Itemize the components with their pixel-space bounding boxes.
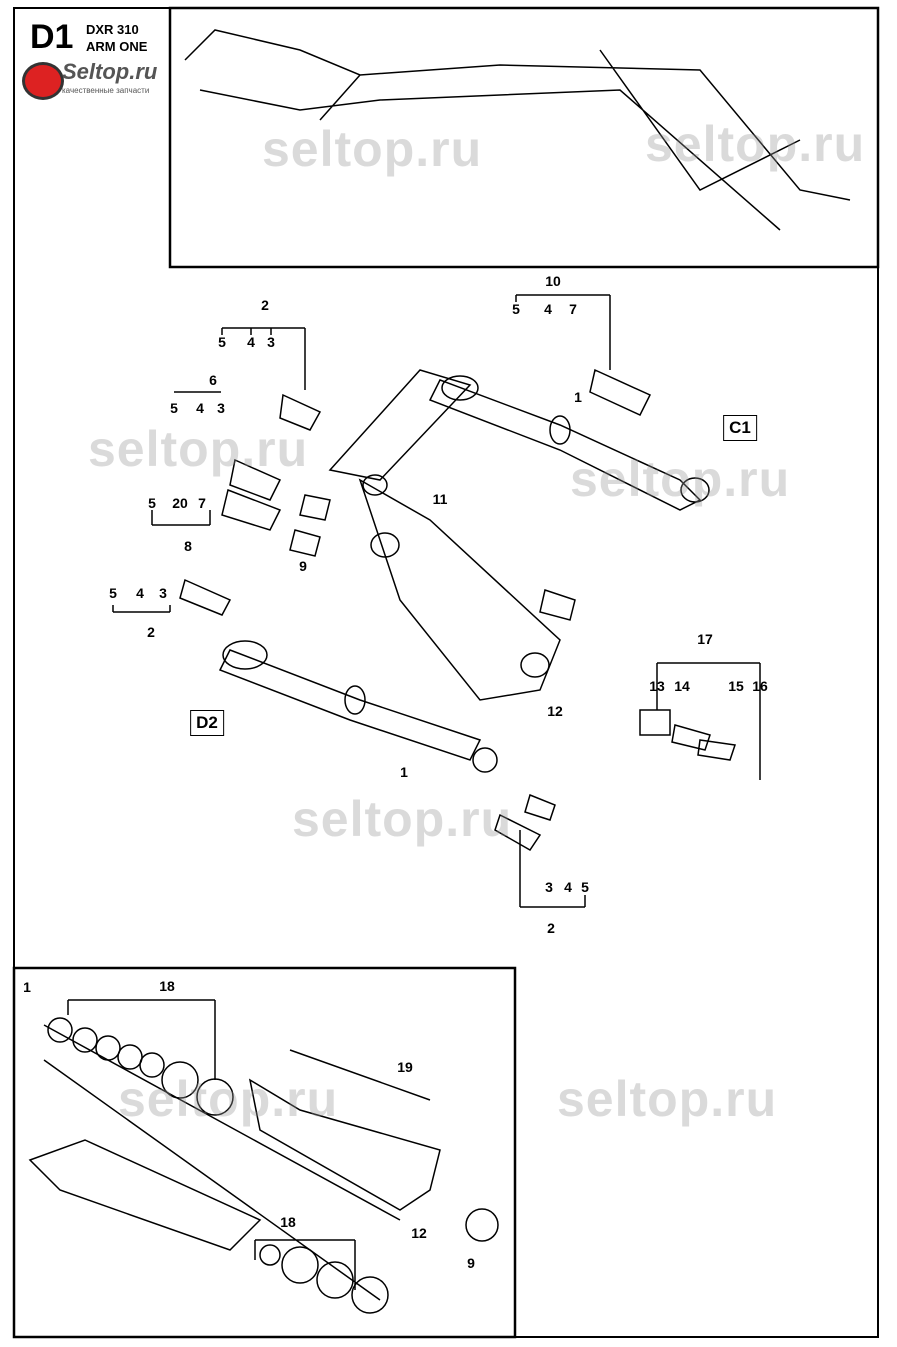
part-callout: 1 [400,764,408,780]
part-callout: 5 [170,400,178,416]
part-callout: 1 [574,389,582,405]
part-callout: 2 [547,920,555,936]
part-callout: 7 [569,301,577,317]
part-callout: 5 [148,495,156,511]
part-callout: 9 [467,1255,475,1271]
part-callout: 20 [172,495,188,511]
part-callout: 3 [159,585,167,601]
watermark: seltop.ru [88,421,309,477]
watermark: seltop.ru [262,121,483,177]
part-callout: 8 [184,538,192,554]
part-callout: 4 [564,879,572,895]
part-callout: 9 [299,558,307,574]
part-callout: 18 [159,978,175,994]
part-callout: 13 [649,678,665,694]
part-callout: 11 [432,491,448,507]
part-callout: 10 [545,273,561,289]
part-callout: 15 [728,678,744,694]
part-callout: 17 [697,631,713,647]
ref-d2[interactable]: D2 [190,710,224,736]
part-callout: 19 [397,1059,413,1075]
watermark: seltop.ru [557,1071,778,1127]
part-callout: 12 [411,1225,427,1241]
part-callout: 16 [752,678,768,694]
part-callout: 18 [280,1214,296,1230]
part-callout: 2 [261,297,269,313]
part-callout: 2 [147,624,155,640]
part-callout: 4 [136,585,144,601]
part-callout: 12 [547,703,563,719]
part-callout: 7 [198,495,206,511]
part-callout: 6 [209,372,217,388]
logo-name: Seltop.ru [62,59,158,84]
part-callout: 5 [581,879,589,895]
diagram-code: D1 [30,18,74,56]
part-callout: 5 [218,334,226,350]
watermark: seltop.ru [570,451,791,507]
part-callout: 5 [512,301,520,317]
part-callout: 14 [674,678,690,694]
model-name: DXR 310 [86,22,139,37]
part-callout: 4 [247,334,255,350]
watermark: seltop.ru [645,116,866,172]
part-callout: 3 [267,334,275,350]
part-callout: 4 [544,301,552,317]
part-callout: 3 [217,400,225,416]
watermark: seltop.ru [292,791,513,847]
logo-tagline: качественные запчасти [62,86,150,95]
section-name: ARM ONE [86,39,148,54]
ref-c1[interactable]: C1 [723,415,757,441]
part-callout: 5 [109,585,117,601]
part-callout: 1 [23,979,31,995]
part-callout: 4 [196,400,204,416]
watermark: seltop.ru [118,1071,339,1127]
seltop-logo-icon [22,62,64,100]
part-callout: 3 [545,879,553,895]
